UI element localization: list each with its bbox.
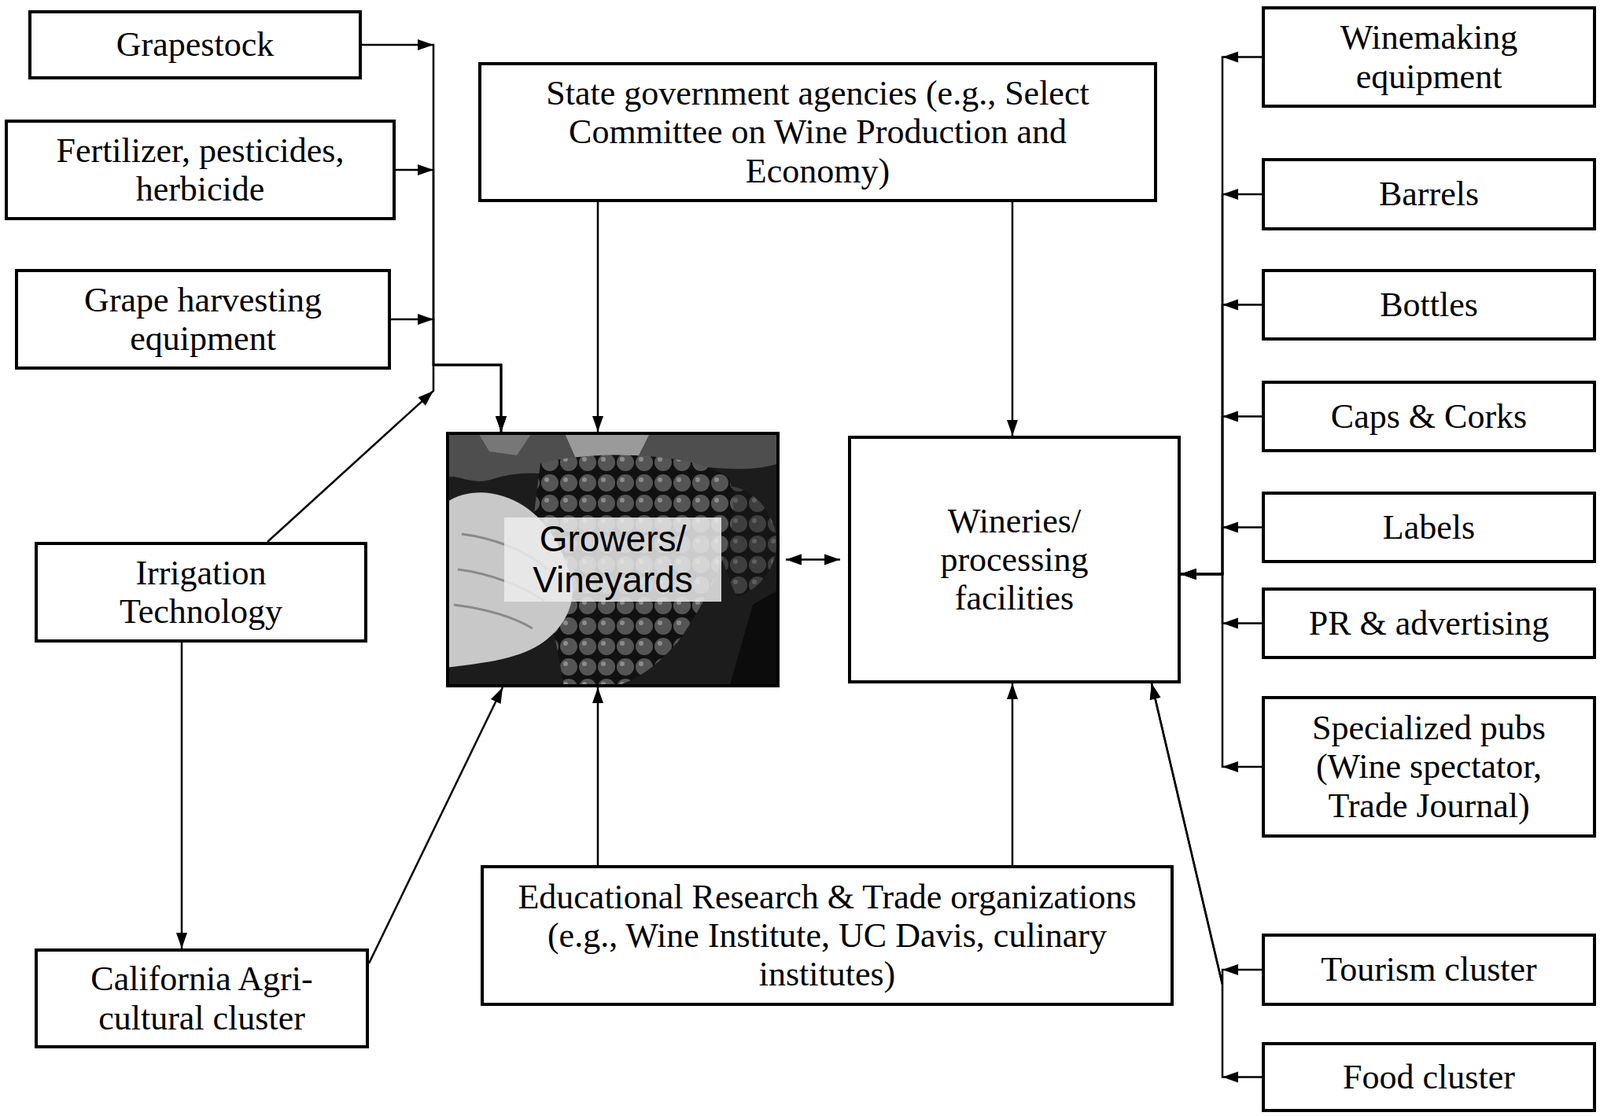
cluster-box: Tourism cluster	[1261, 933, 1597, 1007]
arrowhead	[1180, 568, 1197, 580]
connector-line	[1011, 683, 1014, 866]
cluster-box: Bottles	[1261, 269, 1597, 341]
cluster-box: Specialized pubs (Wine spectator, Trade …	[1261, 696, 1597, 838]
node-label: Irrigation Technology	[71, 553, 332, 632]
arrowhead	[417, 390, 434, 406]
connector	[592, 687, 604, 866]
arrowhead	[490, 687, 503, 705]
connector	[395, 164, 507, 432]
connector	[1180, 51, 1262, 581]
arrowhead	[1180, 568, 1197, 580]
connector-line	[1180, 574, 1262, 624]
connector	[785, 554, 841, 566]
node-label: Grape harvesting equipment	[26, 280, 380, 359]
arrowhead	[785, 554, 802, 566]
arrowhead	[592, 416, 604, 432]
connector-line	[267, 364, 502, 542]
node-label: Caps & Corks	[1330, 397, 1527, 436]
arrowhead	[495, 416, 507, 432]
arrowhead	[1150, 683, 1162, 701]
arrowhead	[1222, 618, 1239, 630]
node-label: Fertilizer, pesticides, herbicide	[16, 131, 384, 210]
cluster-box: Irrigation Technology	[34, 541, 368, 643]
connector-line	[597, 202, 600, 432]
connector-line	[180, 642, 184, 949]
arrowhead	[417, 164, 434, 176]
connector-line	[1180, 574, 1262, 767]
connector	[1006, 683, 1018, 866]
arrowhead	[1222, 51, 1239, 63]
cluster-box: Grape harvesting equipment	[14, 269, 391, 370]
connector	[1180, 411, 1262, 581]
cluster-box: State government agencies (e.g., Select …	[478, 62, 1158, 203]
arrowhead	[495, 416, 507, 432]
arrowhead	[1180, 568, 1197, 580]
connector	[1180, 522, 1262, 581]
cluster-box: Grapestock	[28, 10, 362, 80]
cluster-box: Winemaking equipment	[1261, 6, 1597, 108]
arrowhead	[495, 416, 507, 432]
arrowhead	[1150, 683, 1162, 701]
node-label: Labels	[1382, 508, 1475, 547]
cluster-box: Barrels	[1261, 158, 1597, 231]
connector	[1180, 568, 1262, 630]
arrowhead	[1222, 411, 1239, 423]
cluster-box: PR & advertising	[1261, 587, 1597, 660]
cluster-box: Labels	[1261, 491, 1597, 564]
node-label: Winemaking equipment	[1279, 18, 1579, 96]
arrowhead	[1180, 568, 1197, 580]
connector	[592, 202, 604, 432]
connector-line	[1180, 194, 1262, 575]
cluster-box: Fertilizer, pesticides, herbicide	[4, 119, 396, 221]
arrowhead	[1222, 964, 1239, 976]
arrowhead	[1180, 568, 1197, 580]
node-label: Tourism cluster	[1320, 950, 1537, 989]
arrowhead	[1006, 683, 1018, 700]
node-label: Food cluster	[1342, 1058, 1516, 1097]
cluster-box: Caps & Corks	[1261, 380, 1597, 453]
cluster-box: Educational Research & Trade organizatio…	[480, 865, 1174, 1007]
arrowhead	[495, 416, 507, 432]
arrowhead	[176, 932, 188, 949]
cluster-box: Wineries/ processing facilities	[847, 435, 1181, 684]
cluster-box: California Agri- cultural cluster	[34, 948, 369, 1049]
connector	[176, 642, 188, 949]
arrowhead	[1222, 761, 1239, 773]
node-label: Grapestock	[116, 25, 274, 64]
node-label: Educational Research & Trade organizatio…	[498, 877, 1156, 995]
connector	[1180, 299, 1262, 581]
arrowhead	[824, 554, 841, 566]
connector-line	[1180, 416, 1262, 576]
arrowhead	[1006, 420, 1018, 436]
arrowhead	[1180, 568, 1197, 580]
connector	[1006, 202, 1018, 436]
connector-line	[1180, 527, 1262, 576]
connector	[267, 364, 507, 542]
connector-line	[1180, 305, 1262, 576]
connector-line	[597, 687, 600, 866]
connector-line	[395, 169, 502, 432]
arrowhead	[1222, 1072, 1239, 1084]
node-label: Growers/ Vineyards	[504, 517, 722, 602]
node-label: State government agencies (e.g., Select …	[524, 73, 1111, 191]
arrowhead	[1222, 188, 1239, 200]
node-label: California Agri- cultural cluster	[46, 959, 358, 1038]
connector	[1180, 568, 1262, 773]
arrowhead	[417, 313, 434, 325]
photo-box: Growers/ Vineyards	[446, 431, 780, 688]
node-label: PR & advertising	[1308, 604, 1550, 643]
connector	[1180, 188, 1262, 580]
node-label: Wineries/ processing facilities	[908, 501, 1121, 619]
connector-line	[1180, 57, 1262, 576]
node-label: Barrels	[1378, 174, 1479, 214]
arrowhead	[417, 39, 434, 51]
arrowhead	[1222, 522, 1239, 534]
arrowhead	[1180, 568, 1197, 580]
cluster-box: Food cluster	[1261, 1042, 1597, 1113]
arrowhead	[1222, 299, 1239, 311]
connector-line	[1011, 202, 1014, 436]
arrowhead	[592, 687, 604, 704]
node-label: Specialized pubs (Wine spectator, Trade …	[1287, 708, 1571, 826]
node-label: Bottles	[1379, 285, 1479, 325]
